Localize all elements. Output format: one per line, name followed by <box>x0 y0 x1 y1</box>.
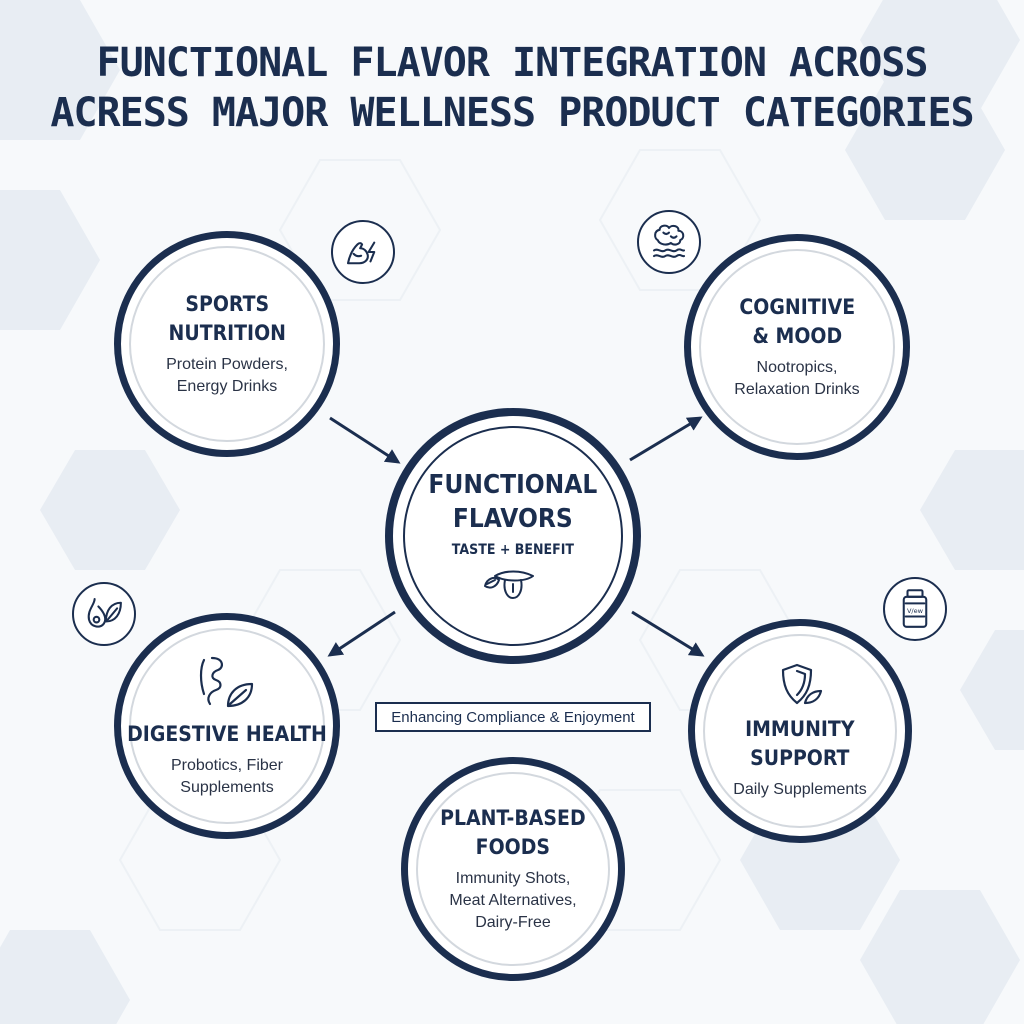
category-title: SPORTS NUTRITION <box>168 292 286 345</box>
intestine-leaf-icon <box>194 654 260 710</box>
category-title: PLANT-BASED FOODS <box>440 806 586 859</box>
category-node-digestive-health: DIGESTIVE HEALTH Probotics, Fiber Supple… <box>114 613 340 839</box>
category-node-sports-nutrition: SPORTS NUTRITION Protein Powders, Energy… <box>114 231 340 457</box>
category-title: DIGESTIVE HEALTH <box>127 721 327 746</box>
shield-leaf-icon <box>775 661 825 709</box>
center-tagline: TASTE + BENEFIT <box>451 542 575 558</box>
center-node-functional-flavors: FUNCTIONAL FLAVORS TASTE + BENEFIT <box>385 408 641 664</box>
diagram-title: FUNCTIONAL FLAVOR INTEGRATION ACROSS ACR… <box>0 38 1024 138</box>
bottle-label-text: V/ew <box>907 607 924 615</box>
flexed-arm-lightning-icon <box>331 220 395 284</box>
center-title: FUNCTIONAL FLAVORS <box>428 470 598 534</box>
category-description: Immunity Shots, Meat Alternatives, Dairy… <box>449 870 577 931</box>
category-title: COGNITIVE & MOOD <box>739 295 855 348</box>
category-title: IMMUNITY SUPPORT <box>745 717 855 770</box>
category-node-immunity-support: IMMUNITY SUPPORT Daily Supplements <box>688 619 912 843</box>
category-description: Probotics, Fiber Supplements <box>170 756 284 796</box>
title-line-2: ACRESS MAJOR WELLNESS PRODUCT CATEGORIES <box>50 90 974 136</box>
compliance-banner: Enhancing Compliance & Enjoyment <box>375 702 651 732</box>
category-description: Daily Supplements <box>733 781 867 798</box>
category-node-cognitive-mood: COGNITIVE & MOOD Nootropics, Relaxation … <box>684 234 910 460</box>
category-description: Nootropics, Relaxation Drinks <box>734 359 860 398</box>
supplement-bottle-icon: V/ew <box>883 577 947 641</box>
category-node-plant-based-foods: PLANT-BASED FOODS Immunity Shots, Meat A… <box>401 757 625 981</box>
stomach-leaf-icon <box>72 582 136 646</box>
brain-waves-icon <box>637 210 701 274</box>
title-line-1: FUNCTIONAL FLAVOR INTEGRATION ACROSS <box>96 40 929 86</box>
tongue-leaf-icon <box>481 564 545 604</box>
category-description: Protein Powders, Energy Drinks <box>166 356 288 395</box>
